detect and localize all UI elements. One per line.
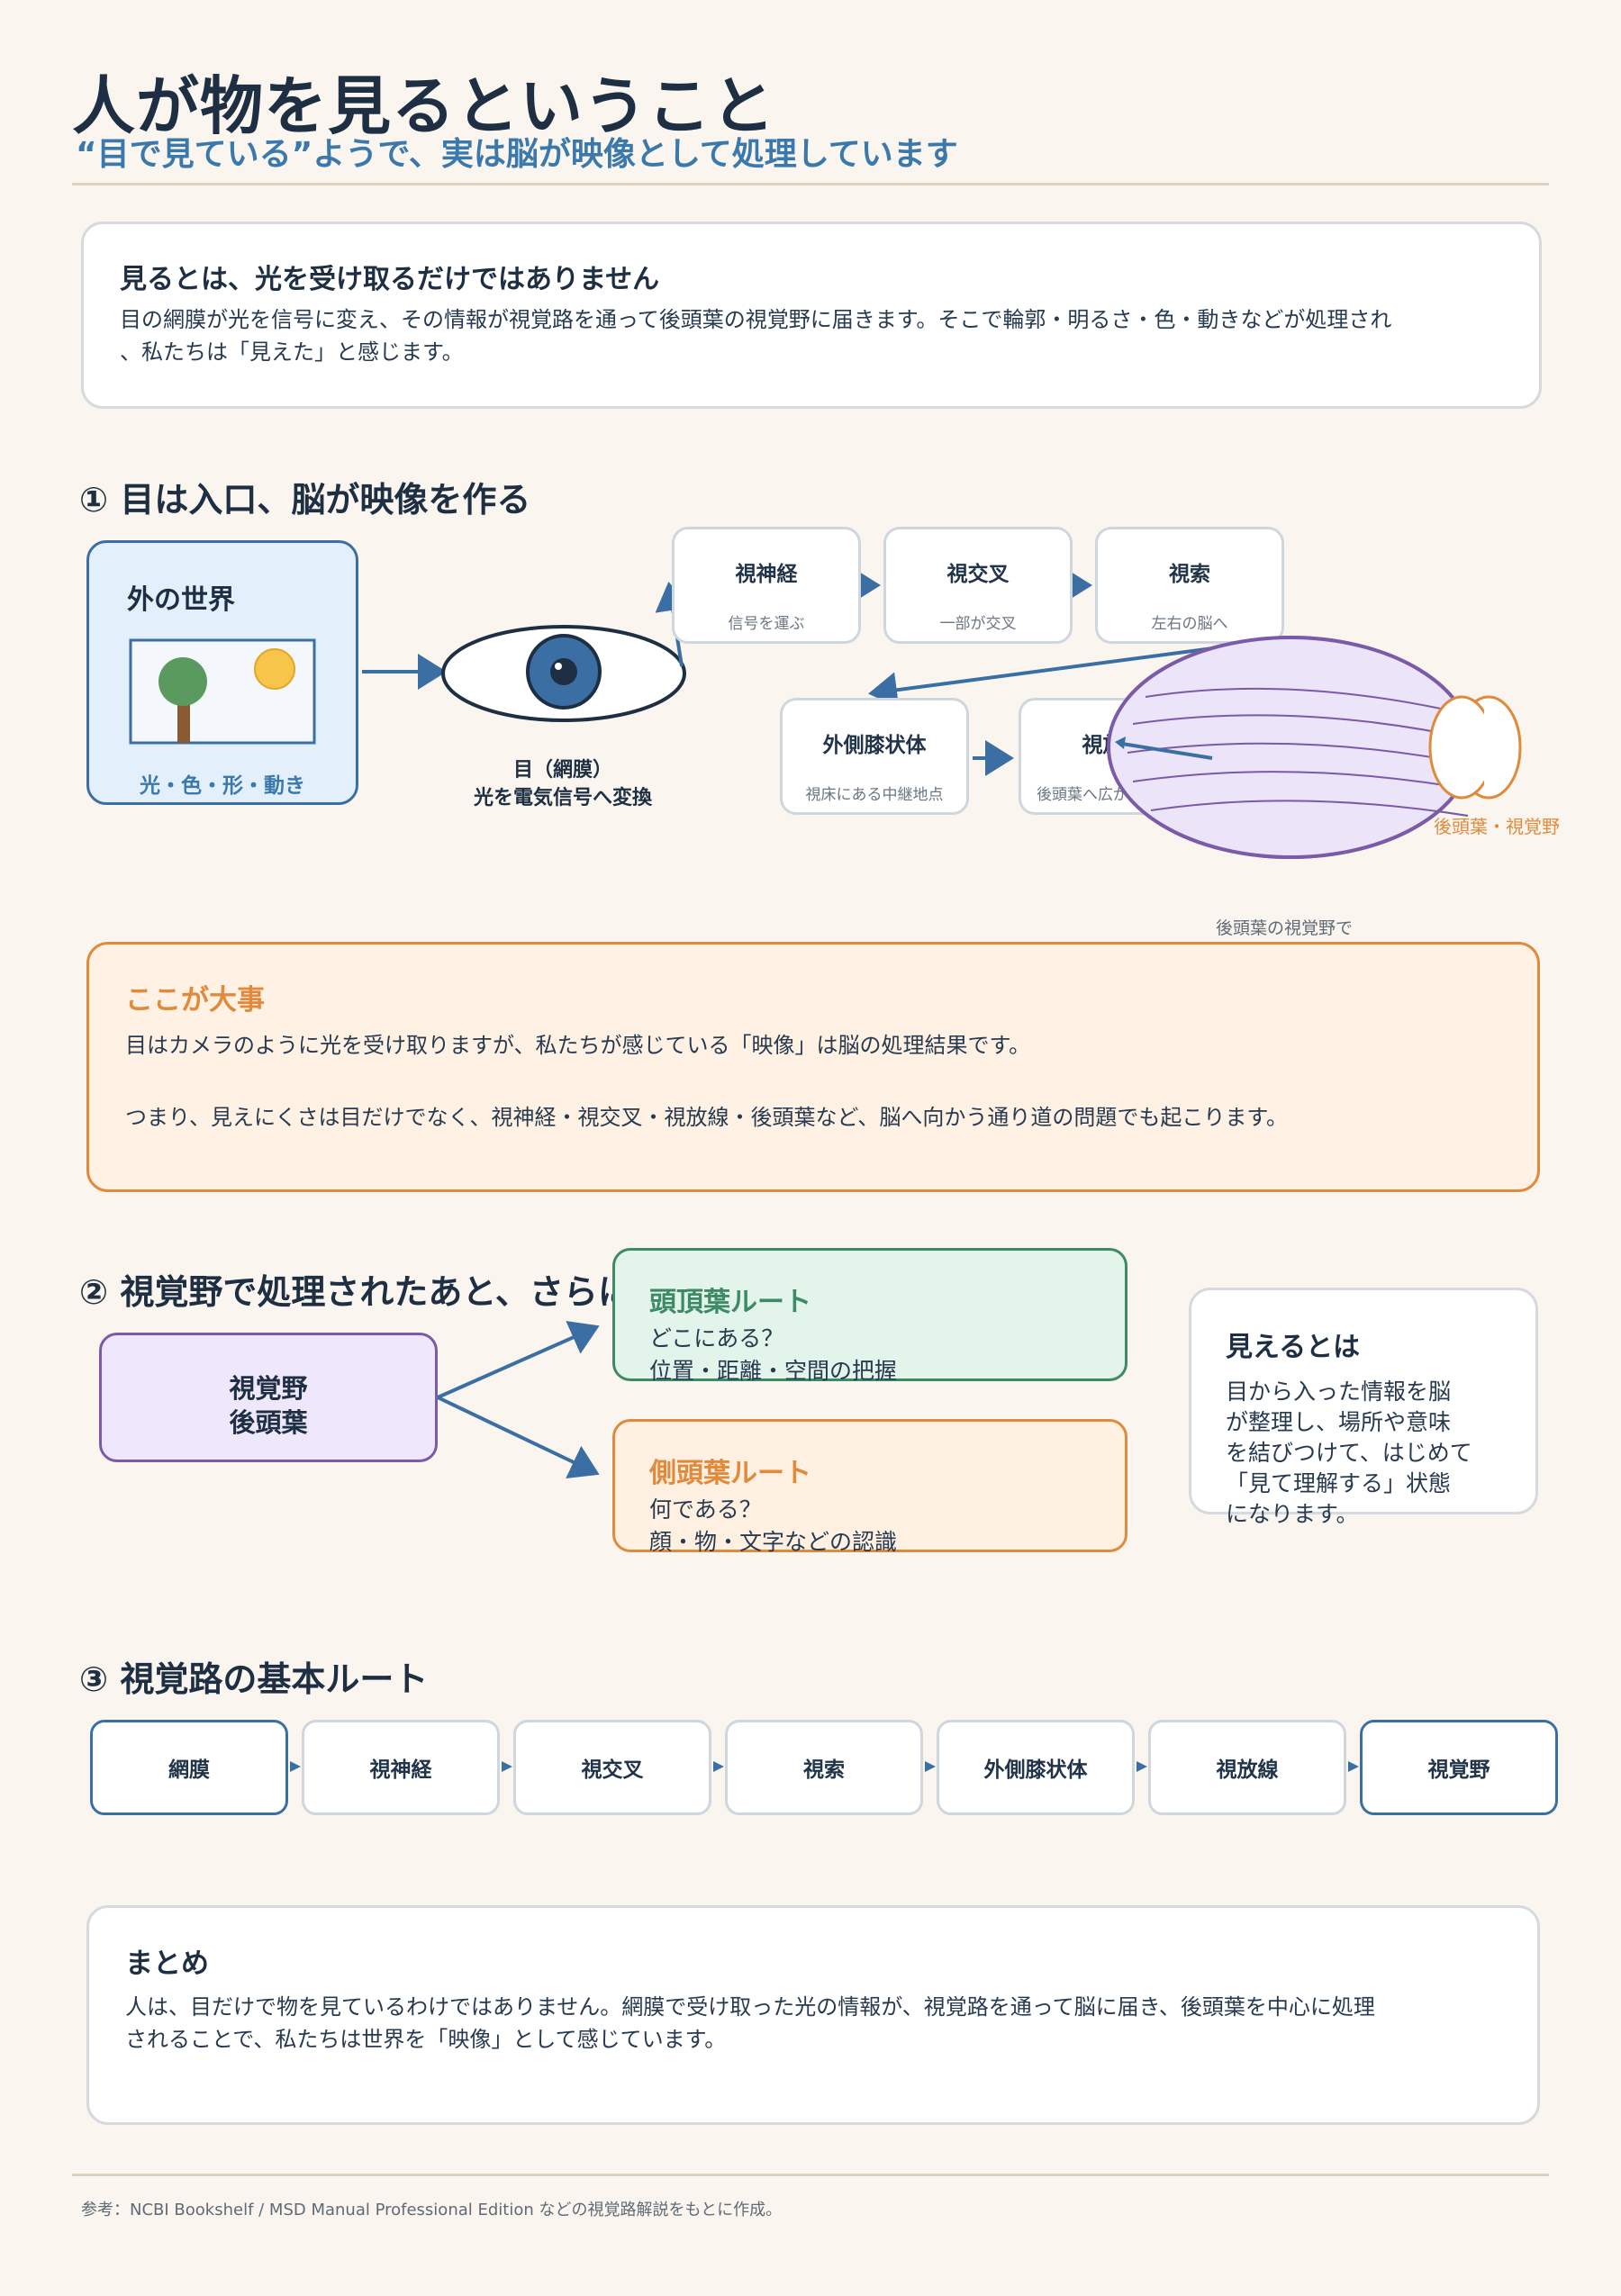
temporal-route-box: 側頭葉ルート 何である？ 顔・物・文字などの認識 [612,1419,1127,1555]
step-title: 視交叉 [946,563,1010,586]
summary-text: 人は、目だけで物を見ているわけではありません。網膜で受け取った光の情報が、視覚路… [125,1991,1512,2056]
step-title: 外側膝状体 [822,734,927,757]
route-lgn: 外側膝状体 [937,1720,1135,1815]
route-optic-tract: 視索 [725,1720,923,1815]
step-title: 視索 [1169,563,1210,586]
arrow-to-temporal [437,1396,600,1478]
route-arrow [1137,1761,1147,1772]
seeing-line-5: になります。 [1226,1501,1359,1527]
intro-line-2: 、私たちは「見えた」と感じます。 [120,339,464,365]
important-line-2: つまり、見えにくさは目だけでなく、視神経・視交叉・視放線・後頭葉など、脳へ向かう… [125,1105,1288,1130]
footer-note: 参考：NCBI Bookshelf / MSD Manual Professio… [81,2201,783,2219]
summary-title: まとめ [125,1948,209,1980]
intro-title: 見るとは、光を受け取るだけではありません [120,264,660,295]
step-title: 視神経 [735,563,798,586]
temporal-line-2: 顔・物・文字などの認識 [649,1529,898,1555]
eye-label: 目（網膜） 光を電気信号へ変換 [423,756,702,812]
brain-note: 後頭葉の視覚野で [1216,918,1354,938]
step-optic-chiasm: 視交叉 一部が交叉 [883,527,1073,644]
step-sub: 視床にある中継地点 [805,786,944,804]
important-card: ここが大事 目はカメラのように光を受け取りますが、私たちが感じている「映像」は脳… [86,942,1540,1192]
page-subtitle: “目で見ている”ようで、実は脳が映像として処理しています [76,136,958,173]
route-optic-chiasm: 視交叉 [513,1720,711,1815]
section1-title: ① 目は入口、脳が映像を作る [79,480,531,520]
seeing-card: 見えるとは 目から入った情報を脳 が整理し、場所や意味 を結びつけて、はじめて … [1189,1288,1538,1527]
brain-label: 後頭葉・視覚野 [1434,816,1560,837]
eye-label-2: 光を電気信号へ変換 [473,787,652,809]
visual-cortex-box: 視覚野 後頭葉 [99,1333,438,1462]
header-divider [72,183,1549,185]
world-scene-icon [129,638,316,745]
outside-world-label: 外の世界 [127,584,235,616]
summary-card: まとめ 人は、目だけで物を見ているわけではありません。網膜で受け取った光の情報が… [86,1905,1540,2125]
important-line-1: 目はカメラのように光を受け取りますが、私たちが感じている「映像」は脳の処理結果で… [125,1033,1031,1058]
seeing-line-4: 「見て理解する」状態 [1226,1470,1452,1496]
seeing-line-3: を結びつけて、はじめて [1226,1440,1472,1466]
route-optic-radiation: 視放線 [1148,1720,1346,1815]
parietal-text: どこにある？ 位置・距離・空間の把握 [649,1323,897,1388]
parietal-title: 頭頂葉ルート [649,1287,811,1318]
visual-cortex-line-1: 視覚野 [229,1373,308,1404]
summary-line-2: されることで、私たちは世界を「映像」として感じています。 [125,2027,727,2052]
route-arrow [290,1761,301,1772]
summary-line-1: 人は、目だけで物を見ているわけではありません。網膜で受け取った光の情報が、視覚路… [125,1994,1375,2020]
parietal-route-box: 頭頂葉ルート どこにある？ 位置・距離・空間の把握 [612,1248,1127,1384]
eye-icon [441,625,686,722]
intro-text: 目の網膜が光を信号に変え、その情報が視覚路を通って後頭葉の視覚野に届きます。そこ… [120,303,1516,368]
parietal-line-1: どこにある？ [649,1325,784,1351]
outside-world-box: 外の世界 光・色・形・動き [86,540,358,805]
visual-cortex-line-2: 後頭葉 [229,1407,308,1438]
seeing-text: 目から入った情報を脳 が整理し、場所や意味 を結びつけて、はじめて 「見て理解す… [1226,1377,1472,1530]
step-optic-nerve: 視神経 信号を運ぶ [672,527,861,644]
route-arrow [502,1761,512,1772]
temporal-title: 側頭葉ルート [649,1458,811,1489]
brain-overlay [1107,636,1484,859]
intro-line-1: 目の網膜が光を信号に変え、その情報が視覚路を通って後頭葉の視覚野に届きます。そこ… [120,307,1392,332]
temporal-text: 何である？ 顔・物・文字などの認識 [649,1494,897,1559]
route-arrow [713,1761,724,1772]
seeing-line-1: 目から入った情報を脳 [1226,1379,1452,1405]
arrow-to-parietal [437,1321,600,1399]
section2-title: ② 視覚野で処理されたあと、さらに [79,1272,632,1312]
route-retina: 網膜 [90,1720,288,1815]
step-sub: 左右の脳へ [1151,615,1228,633]
step-optic-tract: 視索 左右の脳へ [1095,527,1284,644]
tree-icon [158,657,207,706]
route-optic-nerve: 視神経 [302,1720,500,1815]
outside-world-caption: 光・色・形・動き [140,774,305,798]
route-arrow [1348,1761,1359,1772]
intro-card: 見るとは、光を受け取るだけではありません 目の網膜が光を信号に変え、その情報が視… [81,221,1542,409]
temporal-line-1: 何である？ [649,1496,762,1523]
route-arrow [925,1761,936,1772]
sun-icon [254,648,295,690]
branch-arrows [437,1321,600,1478]
step-lgn: 外側膝状体 視床にある中継地点 [780,698,969,815]
step-sub: 信号を運ぶ [728,615,805,633]
seeing-line-2: が整理し、場所や意味 [1226,1409,1452,1435]
arrow-tract-to-lgn [868,645,1227,709]
footer-divider [72,2174,1549,2176]
important-title: ここが大事 [125,984,265,1017]
tree-trunk [177,698,190,743]
route-visual-cortex: 視覚野 [1360,1720,1558,1815]
section3-title: ③ 視覚路の基本ルート [79,1659,429,1699]
parietal-line-2: 位置・距離・空間の把握 [649,1358,898,1384]
seeing-title: 見えるとは [1226,1332,1361,1363]
route-arrows [290,1761,1359,1772]
step-sub: 一部が交叉 [939,615,1017,633]
eye-label-1: 目（網膜） [512,759,612,782]
page-title: 人が物を見るということ [72,69,775,143]
